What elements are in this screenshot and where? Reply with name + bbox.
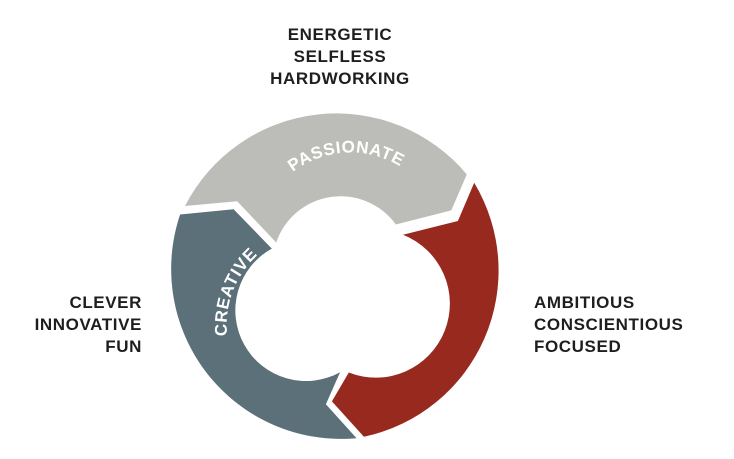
trait-innovative: INNOVATIVE bbox=[34, 315, 142, 334]
trait-hardworking: HARDWORKING bbox=[270, 69, 410, 88]
trait-focused: FOCUSED bbox=[534, 337, 622, 356]
segment-creative bbox=[171, 209, 357, 439]
traits-left: CLEVER INNOVATIVE FUN bbox=[20, 292, 142, 358]
trait-energetic: ENERGETIC bbox=[287, 25, 393, 44]
trait-clever: CLEVER bbox=[69, 293, 142, 312]
trait-conscientious: CONSCIENTIOUS bbox=[534, 315, 684, 334]
trait-selfless: SELFLESS bbox=[293, 47, 387, 66]
traits-top: ENERGETIC SELFLESS HARDWORKING bbox=[240, 24, 440, 90]
segment-label-driven: DRIVEN bbox=[386, 284, 440, 353]
segment-passionate bbox=[185, 113, 467, 243]
segment-driven bbox=[331, 182, 499, 437]
trait-fun: FUN bbox=[105, 337, 142, 356]
trait-ambitious: AMBITIOUS bbox=[534, 293, 635, 312]
traits-right: AMBITIOUS CONSCIENTIOUS FOCUSED bbox=[534, 292, 724, 358]
